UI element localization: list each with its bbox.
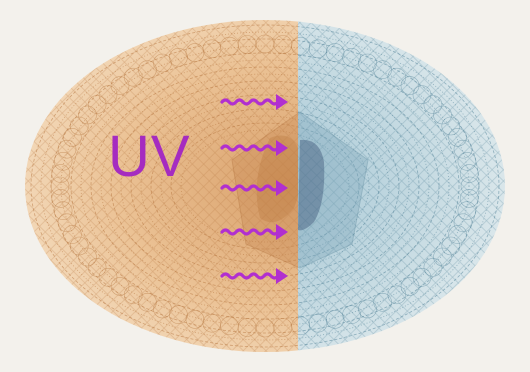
uv-label: UV: [108, 128, 191, 186]
